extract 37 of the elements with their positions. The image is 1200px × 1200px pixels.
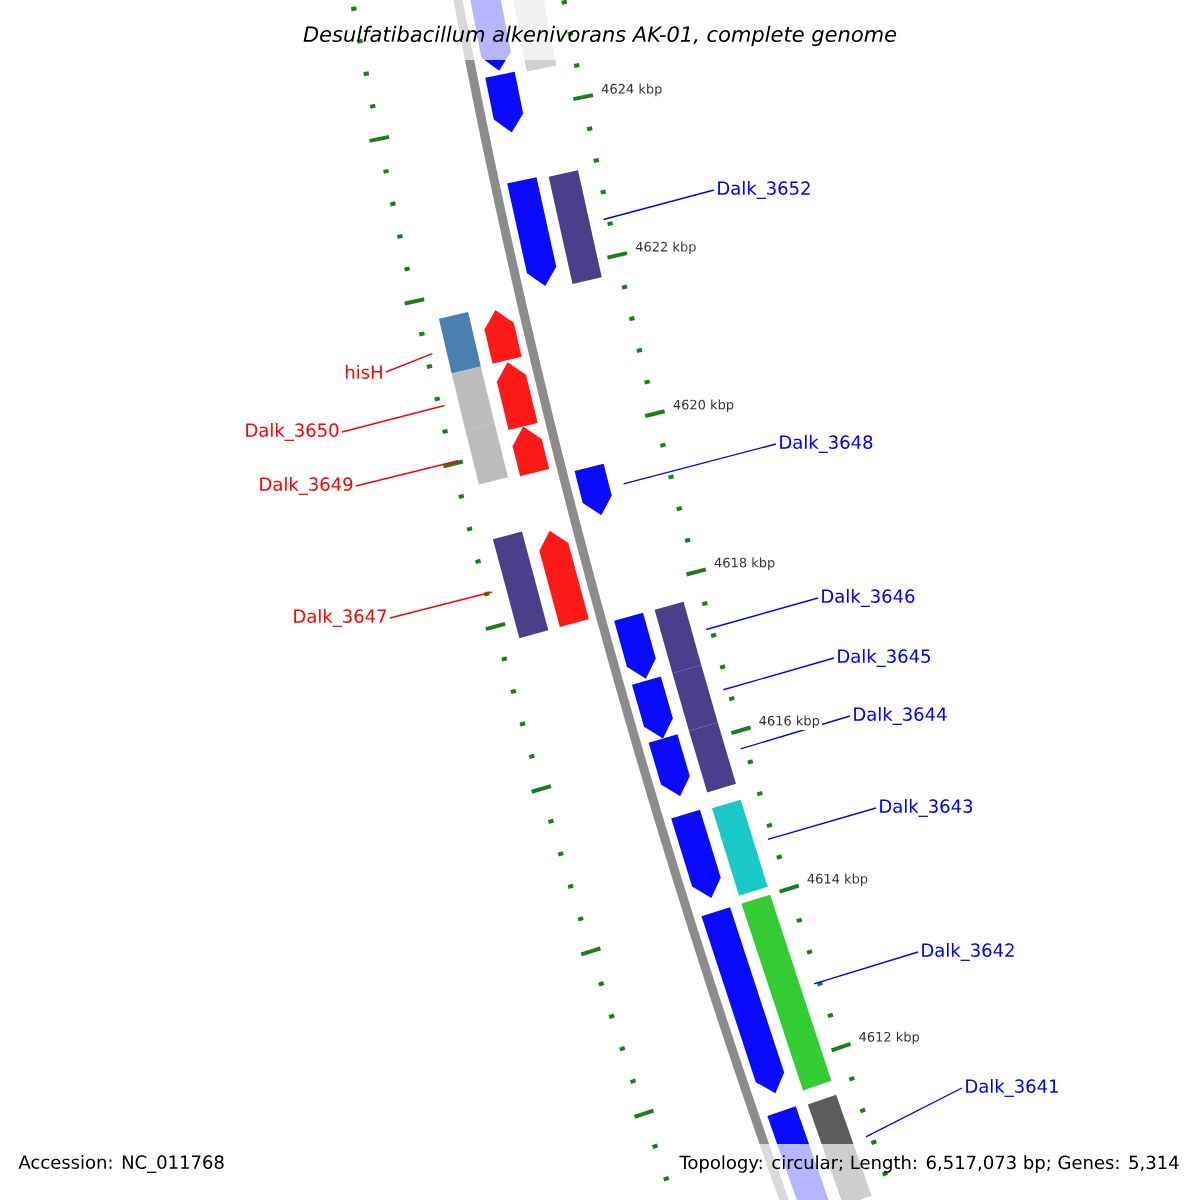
gene-label: hisH	[345, 365, 382, 379]
gene-label: Dalk_3641	[966, 1079, 1058, 1097]
leader-line	[341, 404, 446, 433]
leader-line	[865, 1087, 963, 1138]
leader-line	[602, 189, 715, 221]
gene-label: Dalk_3643	[880, 799, 973, 817]
leader-line	[767, 807, 877, 841]
gene-label: Dalk_3648	[780, 435, 873, 453]
gene-label: Dalk_3646	[822, 589, 915, 607]
gene-label: Dalk_3645	[838, 649, 930, 667]
gene-bar	[574, 463, 612, 516]
gene-label: Dalk_3644	[854, 707, 947, 725]
gene-label: Dalk_3647	[294, 609, 387, 627]
gene-bar	[438, 312, 481, 374]
gene-bar	[712, 799, 768, 896]
gene-label: Dalk_3652	[718, 181, 810, 199]
gene-bar	[548, 170, 602, 284]
leader-line	[705, 597, 819, 631]
footer-text: Accession: NC_011768	[18, 1155, 224, 1173]
gene-bar	[672, 665, 718, 731]
footer-text: Topology: circular; Length: 6,517,073 bp; Genes: 5,314	[679, 1155, 1179, 1173]
gene-bar	[492, 531, 549, 639]
leader-line	[622, 443, 777, 485]
gene-bar	[465, 422, 508, 485]
leader-line	[813, 951, 919, 985]
gene-bar	[451, 366, 495, 430]
leader-line	[389, 591, 493, 619]
gene-label: Dalk_3649	[260, 477, 353, 495]
gene-bar	[654, 601, 702, 674]
gene-label: Dalk_3642	[922, 943, 1014, 961]
gene-bar	[689, 722, 736, 793]
gene-label: Dalk_3650	[246, 423, 339, 441]
title: Desulfatibacillum alkenivorans AK-01, complete genome	[303, 25, 897, 47]
leader-line	[355, 460, 459, 487]
gene-bar	[741, 894, 832, 1091]
leader-line	[722, 657, 835, 691]
leader-line	[385, 352, 434, 373]
